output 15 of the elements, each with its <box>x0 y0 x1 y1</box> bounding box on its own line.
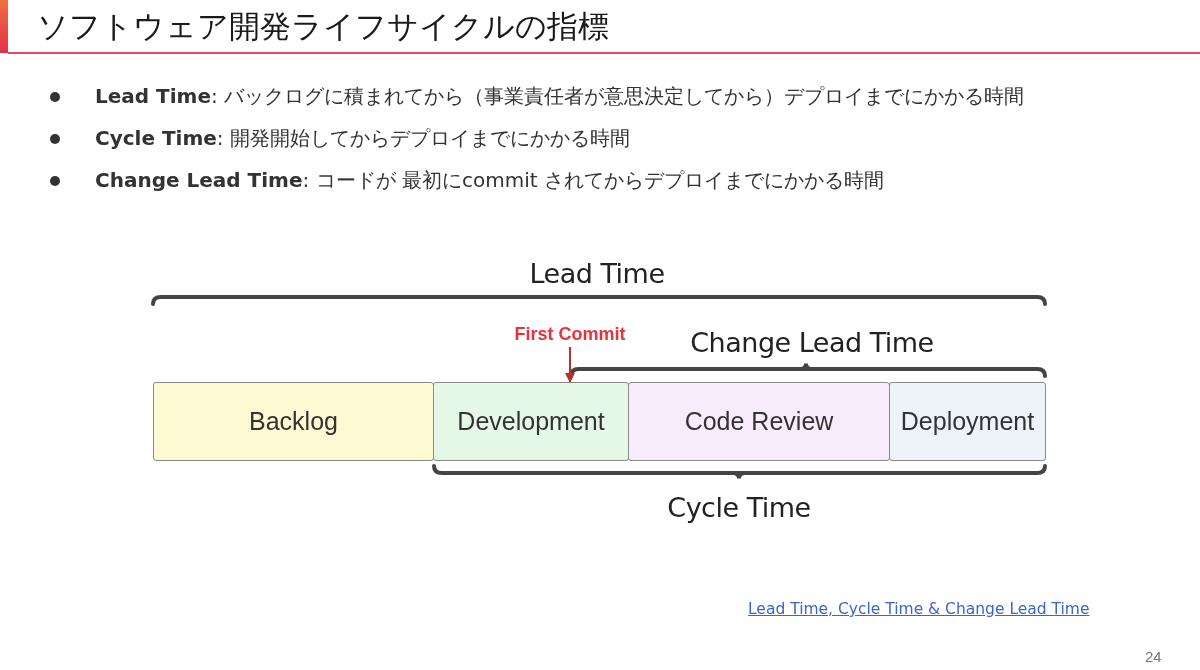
stage-box: Backlog <box>153 382 434 461</box>
stage-box: Deployment <box>889 382 1046 461</box>
stage-box: Code Review <box>628 382 890 461</box>
stage-box: Development <box>433 382 629 461</box>
bullet-text: Lead Time: バックログに積まれてから（事業責任者が意思決定してから）デプロイまでにかかる時間 <box>95 83 1025 110</box>
bracket-label: Lead Time <box>529 258 665 289</box>
callout-text: First Commit <box>508 324 632 345</box>
bracket-label: Change Lead Time <box>690 327 934 358</box>
page-number: 24 <box>1145 648 1162 665</box>
bullet-text: Change Lead Time: コードが 最初にcommit されてからデプロイまでにかかる時間 <box>95 167 884 194</box>
bullet-text: Cycle Time: 開発開始してからデプロイまでにかかる時間 <box>95 125 630 152</box>
bracket-label: Cycle Time <box>667 492 811 523</box>
arrow <box>565 346 575 383</box>
source-link: Lead Time, Cycle Time & Change Lead Time <box>748 600 1090 618</box>
slide-title: ソフトウェア開発ライフサイクルの指標 <box>37 7 609 46</box>
